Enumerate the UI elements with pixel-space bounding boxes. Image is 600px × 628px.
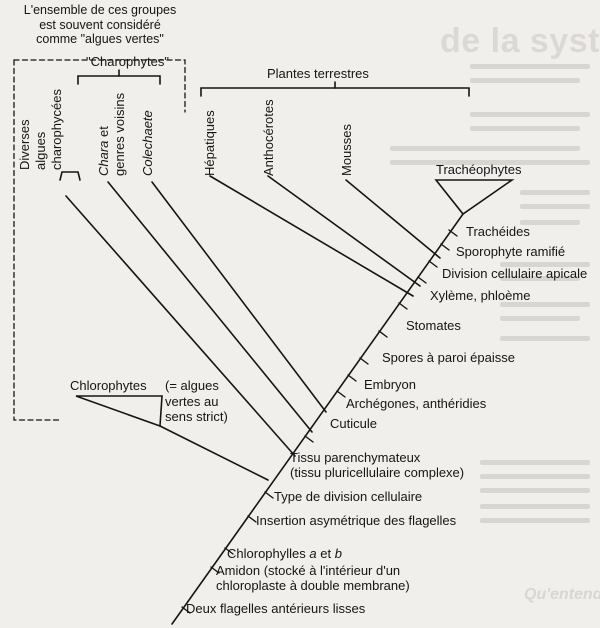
- chlorophytes-triangle: [75, 395, 163, 428]
- tick-tracheides: [448, 229, 458, 237]
- char-embryon: Embryon: [364, 377, 417, 392]
- char-tracheides: Trachéides: [466, 224, 530, 239]
- charophytes-label: "Charophytes": [86, 54, 169, 69]
- tick-chlorophylles: [224, 547, 234, 555]
- char-tissu-line-2: (tissu pluricellulaire complexe): [290, 465, 465, 480]
- char-amidon-line-1: Amidon (stocké à l'intérieur d'un: [216, 563, 401, 578]
- branch-chara: [107, 181, 313, 433]
- char-type-division: Type de division cellulaire: [274, 489, 423, 504]
- char-chlorophylles-b: b: [334, 546, 342, 561]
- tick-type-division: [264, 491, 274, 499]
- diverses-bracket: [59, 171, 81, 181]
- tick-amidon: [210, 566, 220, 574]
- tick-archegones: [347, 374, 357, 382]
- tracheophytes-triangle: [434, 179, 515, 216]
- taxon-chara-name: Chara: [96, 140, 111, 176]
- chlorophytes-note-line-3: sens strict): [165, 409, 228, 424]
- tick-tissu: [304, 435, 314, 443]
- taxon-tracheophytes: Trachéophytes: [436, 162, 522, 177]
- char-cuticule: Cuticule: [330, 416, 377, 431]
- char-division-apicale: Division cellulaire apicale: [442, 266, 588, 281]
- taxon-chlorophytes: Chlorophytes: [70, 378, 147, 393]
- char-archegones: Archégones, anthéridies: [346, 396, 487, 411]
- tick-division-apicale: [428, 260, 438, 268]
- char-amidon: Amidon (stocké à l'intérieur d'un chloro…: [216, 563, 410, 593]
- chlorophytes-note: (= algues vertes au sens strict): [165, 378, 228, 425]
- char-stomates: Stomates: [406, 318, 461, 333]
- taxon-diverses-line-2: algues: [33, 131, 48, 170]
- taxon-diverses-line-1: Diverses: [17, 119, 32, 170]
- taxon-diverses-line-3: charophycées: [49, 89, 64, 170]
- branch-anthocerotes: [267, 175, 421, 287]
- group-note-line-3: comme "algues vertes": [36, 32, 164, 46]
- taxon-hepatiques: Hépatiques: [202, 110, 217, 176]
- char-flagelles: Deux flagelles antérieurs lisses: [186, 601, 366, 616]
- taxon-chara-line-2: genres voisins: [112, 92, 127, 176]
- char-insertion: Insertion asymétrique des flagelles: [256, 513, 457, 528]
- branch-diverses-algues: [65, 195, 296, 457]
- tick-flagelles: [181, 606, 191, 614]
- tick-spores: [378, 330, 388, 338]
- group-note-line-1: L'ensemble de ces groupes: [23, 3, 177, 17]
- char-amidon-line-2: chloroplaste à double membrane): [216, 578, 410, 593]
- char-spores: Spores à paroi épaisse: [382, 350, 515, 365]
- taxon-mousses: Mousses: [339, 123, 354, 176]
- taxon-chara-line-1: Chara et: [96, 126, 111, 176]
- tick-insertion: [247, 515, 257, 523]
- char-chlorophylles-et: et: [316, 546, 335, 561]
- branch-mousses: [345, 179, 441, 259]
- character-ticks: [181, 229, 458, 614]
- tick-embryon: [359, 357, 369, 365]
- algues-vertes-bracket: [13, 59, 61, 421]
- char-tissu: Tissu parenchymateux (tissu pluricellula…: [290, 450, 464, 480]
- branch-hepatiques: [209, 175, 414, 297]
- char-sporophyte: Sporophyte ramifié: [456, 244, 566, 259]
- taxon-chara-et: et: [96, 126, 111, 141]
- taxon-coleochaete: Colechaete: [140, 110, 155, 176]
- group-note-line-2: est souvent considéré: [39, 17, 161, 32]
- tick-stomates: [398, 302, 408, 310]
- chlorophytes-note-line-1: (= algues: [165, 378, 219, 393]
- tick-xyleme: [417, 276, 427, 284]
- tick-sporophyte: [440, 243, 450, 251]
- plantes-terrestres-bracket: [200, 87, 470, 97]
- branch-coleochaete: [151, 181, 327, 413]
- char-tissu-line-1: Tissu parenchymateux: [290, 450, 421, 465]
- char-chlorophylles-text: Chlorophylles: [227, 546, 310, 561]
- group-note: L'ensemble de ces groupes est souvent co…: [14, 3, 186, 47]
- tick-cuticule: [336, 390, 346, 398]
- charophytes-bracket: [77, 75, 161, 85]
- algues-vertes-bracket-top: [13, 59, 186, 113]
- plantes-terrestres-label: Plantes terrestres: [267, 66, 369, 81]
- taxon-anthocerotes: Anthocérotes: [261, 99, 276, 176]
- char-chlorophylles: Chlorophylles a et b: [227, 546, 342, 561]
- char-chlorophylles-a: a: [309, 546, 317, 561]
- char-xyleme: Xylème, phloème: [430, 288, 531, 303]
- chlorophytes-note-line-2: vertes au: [165, 393, 219, 409]
- branch-chlorophytes: [159, 425, 269, 481]
